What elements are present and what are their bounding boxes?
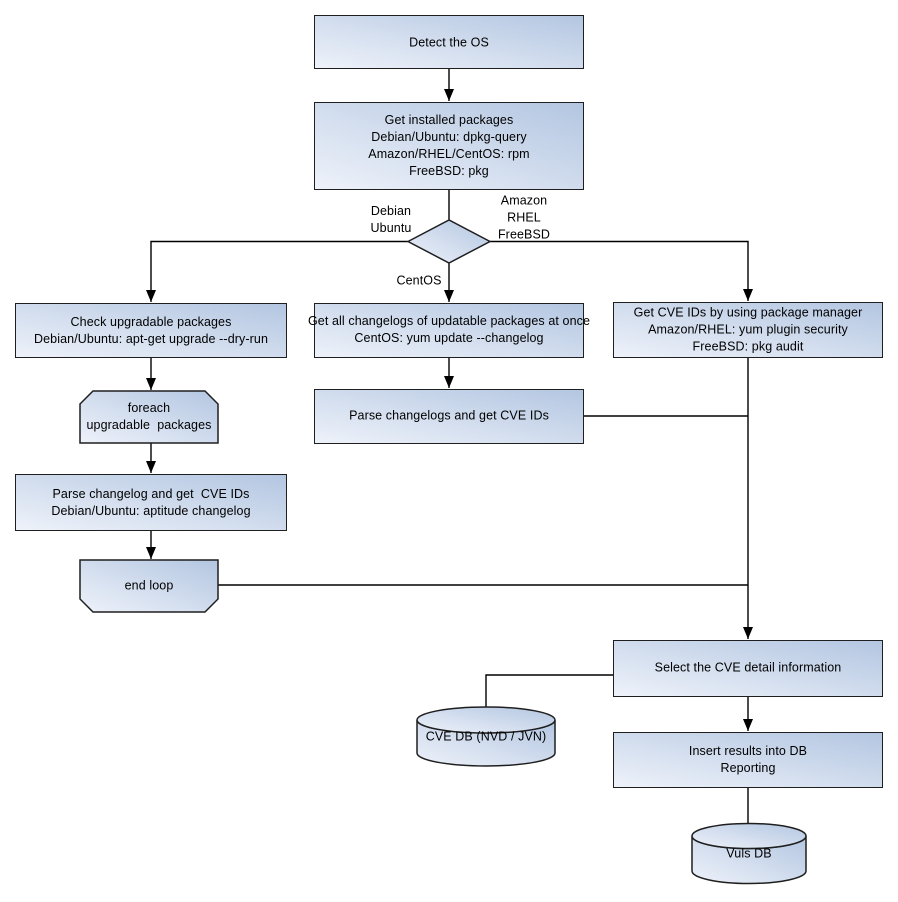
node-cve-db-label: CVE DB (NVD / JVN) bbox=[425, 729, 547, 744]
node-get-all-changelogs bbox=[314, 303, 584, 358]
node-select-cve-detail bbox=[613, 640, 883, 697]
node-detect-os bbox=[314, 15, 584, 69]
node-check-upgradable-packages bbox=[15, 303, 287, 358]
vuls-db-top bbox=[691, 822, 807, 850]
node-parse-changelogs-mid bbox=[314, 389, 584, 444]
node-get-all-changelogs-label: Get all changelogs of updatable packages… bbox=[307, 314, 591, 345]
cve-db-top bbox=[416, 706, 556, 734]
node-end-loop-label: end loop bbox=[124, 578, 174, 593]
edge-label-debian-ubuntu: Debian Ubuntu bbox=[370, 204, 412, 235]
node-parse-changelog-left-label: Parse changelog and get CVE IDs Debian/U… bbox=[51, 487, 251, 518]
node-vuls-db-label: Vuls DB bbox=[726, 846, 772, 861]
node-foreach-loop-label: foreach upgradable packages bbox=[86, 401, 212, 432]
node-parse-changelog-left bbox=[15, 474, 287, 531]
connector-decision-to-check-upgradable bbox=[146, 240, 408, 302]
node-end-loop bbox=[79, 559, 219, 613]
node-insert-results bbox=[613, 732, 883, 788]
node-get-installed-packages bbox=[314, 102, 584, 190]
node-parse-changelogs-mid-label: Parse changelogs and get CVE IDs bbox=[349, 408, 549, 423]
node-check-upgradable-label: Check upgradable packages Debian/Ubuntu:… bbox=[34, 315, 268, 346]
node-detect-os-label: Detect the OS bbox=[409, 35, 489, 50]
node-get-cve-by-pkg-mgr bbox=[613, 302, 883, 358]
node-get-installed-label: Get installed packages Debian/Ubuntu: dp… bbox=[368, 113, 530, 178]
decision-diamond bbox=[406, 219, 492, 264]
node-select-cve-detail-label: Select the CVE detail information bbox=[654, 660, 842, 675]
node-foreach-loop bbox=[79, 390, 219, 444]
node-get-cve-by-pkg-mgr-label: Get CVE IDs by using package manager Ama… bbox=[633, 305, 863, 354]
connector-layer bbox=[146, 69, 753, 824]
connector-decision-to-pkg-mgr bbox=[490, 240, 753, 301]
connector-select-to-cvedb bbox=[485, 674, 613, 707]
node-cve-db-cylinder bbox=[416, 706, 556, 767]
node-insert-results-label: Insert results into DB Reporting bbox=[688, 744, 808, 775]
edge-label-centos: CentOS bbox=[396, 273, 442, 288]
node-vuls-db-cylinder bbox=[691, 822, 807, 885]
edge-label-amazon-rhel-freebsd: Amazon RHEL FreeBSD bbox=[497, 193, 551, 242]
